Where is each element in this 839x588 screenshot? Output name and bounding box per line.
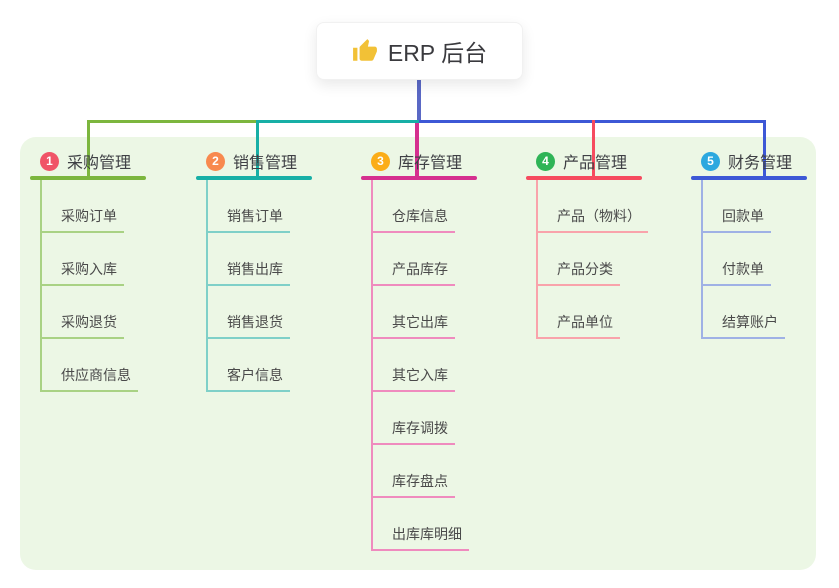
- branch-children: 回款单付款单结算账户: [701, 180, 807, 339]
- branch-node-label: 财务管理: [728, 155, 793, 172]
- child-node[interactable]: 销售出库: [208, 233, 290, 286]
- branch-inventory: 3 库存管理 仓库信息产品库存其它出库其它入库库存调拨库存盘点出库库明细: [361, 146, 477, 551]
- connector-drop-sales: [256, 120, 259, 178]
- child-node[interactable]: 供应商信息: [42, 339, 138, 392]
- child-node-label: 出库库明细: [392, 526, 462, 542]
- child-node[interactable]: 销售退货: [208, 286, 290, 339]
- child-node-label: 其它入库: [392, 367, 448, 383]
- child-node-label: 付款单: [722, 261, 764, 277]
- child-node[interactable]: 客户信息: [208, 339, 290, 392]
- child-node[interactable]: 采购入库: [42, 233, 124, 286]
- branch-sales: 2 销售管理 销售订单销售出库销售退货客户信息: [196, 146, 312, 392]
- child-node[interactable]: 销售订单: [208, 180, 290, 233]
- branch-node-label: 采购管理: [67, 155, 132, 172]
- branch-node[interactable]: 4 产品管理: [526, 146, 642, 176]
- root-node-label: ERP 后台: [387, 40, 488, 66]
- child-node-label: 供应商信息: [61, 367, 131, 383]
- thumbs-up-icon: [352, 39, 377, 61]
- branch-children: 销售订单销售出库销售退货客户信息: [206, 180, 312, 392]
- root-connector-line: [417, 80, 421, 123]
- child-node-label: 库存调拨: [392, 420, 448, 436]
- branch-node-label: 产品管理: [563, 155, 628, 172]
- child-node-label: 客户信息: [227, 367, 283, 383]
- child-node-label: 结算账户: [722, 314, 778, 330]
- child-node-label: 采购退货: [61, 314, 117, 330]
- child-node-label: 销售订单: [227, 208, 283, 224]
- branch-underline: [361, 176, 477, 180]
- branch-children: 采购订单采购入库采购退货供应商信息: [40, 180, 146, 392]
- branch-node[interactable]: 1 采购管理: [30, 146, 146, 176]
- connector-drop-finance: [763, 120, 766, 178]
- branch-purchase: 1 采购管理 采购订单采购入库采购退货供应商信息: [30, 146, 146, 392]
- child-node-label: 产品单位: [557, 314, 613, 330]
- branch-node-label: 销售管理: [233, 155, 298, 172]
- branch-node[interactable]: 3 库存管理: [361, 146, 477, 176]
- child-node[interactable]: 出库库明细: [373, 498, 469, 551]
- connector-horizontal-sales: [256, 120, 421, 123]
- branch-node[interactable]: 2 销售管理: [196, 146, 312, 176]
- connector-drop-inventory: [415, 123, 419, 178]
- branch-finance: 5 财务管理 回款单付款单结算账户: [691, 146, 807, 339]
- child-node[interactable]: 结算账户: [703, 286, 785, 339]
- child-node[interactable]: 其它入库: [373, 339, 455, 392]
- child-node[interactable]: 产品单位: [538, 286, 620, 339]
- child-node-label: 销售出库: [227, 261, 283, 277]
- connector-drop-product: [592, 120, 595, 178]
- branch-number-badge: 4: [536, 151, 555, 171]
- branch-node[interactable]: 5 财务管理: [691, 146, 807, 176]
- child-node-label: 产品分类: [557, 261, 613, 277]
- connector-horizontal-purchase: [87, 120, 259, 123]
- child-node-label: 回款单: [722, 208, 764, 224]
- branch-underline: [30, 176, 146, 180]
- branch-number-badge: 5: [701, 151, 720, 171]
- child-node[interactable]: 采购订单: [42, 180, 124, 233]
- branch-children: 仓库信息产品库存其它出库其它入库库存调拨库存盘点出库库明细: [371, 180, 477, 551]
- child-node[interactable]: 产品库存: [373, 233, 455, 286]
- connector-drop-purchase: [87, 120, 90, 178]
- child-node-label: 产品（物料）: [557, 208, 641, 224]
- child-node[interactable]: 回款单: [703, 180, 771, 233]
- child-node-label: 其它出库: [392, 314, 448, 330]
- child-node[interactable]: 其它出库: [373, 286, 455, 339]
- branch-number-badge: 2: [206, 151, 225, 171]
- branch-underline: [196, 176, 312, 180]
- child-node[interactable]: 库存调拨: [373, 392, 455, 445]
- child-node[interactable]: 仓库信息: [373, 180, 455, 233]
- branch-node-label: 库存管理: [398, 155, 463, 172]
- branch-underline: [691, 176, 807, 180]
- child-node-label: 销售退货: [227, 314, 283, 330]
- child-node-label: 产品库存: [392, 261, 448, 277]
- branch-number-badge: 1: [40, 151, 59, 171]
- branch-underline: [526, 176, 642, 180]
- child-node-label: 采购入库: [61, 261, 117, 277]
- child-node[interactable]: 产品（物料）: [538, 180, 648, 233]
- child-node-label: 采购订单: [61, 208, 117, 224]
- child-node[interactable]: 付款单: [703, 233, 771, 286]
- child-node[interactable]: 库存盘点: [373, 445, 455, 498]
- child-node-label: 仓库信息: [392, 208, 448, 224]
- branch-product: 4 产品管理 产品（物料） 产品分类产品单位: [526, 146, 648, 339]
- root-node[interactable]: ERP 后台: [316, 22, 523, 80]
- child-node[interactable]: 产品分类: [538, 233, 620, 286]
- child-node[interactable]: 采购退货: [42, 286, 124, 339]
- child-node-label: 库存盘点: [392, 473, 448, 489]
- branch-number-badge: 3: [371, 151, 390, 171]
- branch-children: 产品（物料） 产品分类产品单位: [536, 180, 648, 339]
